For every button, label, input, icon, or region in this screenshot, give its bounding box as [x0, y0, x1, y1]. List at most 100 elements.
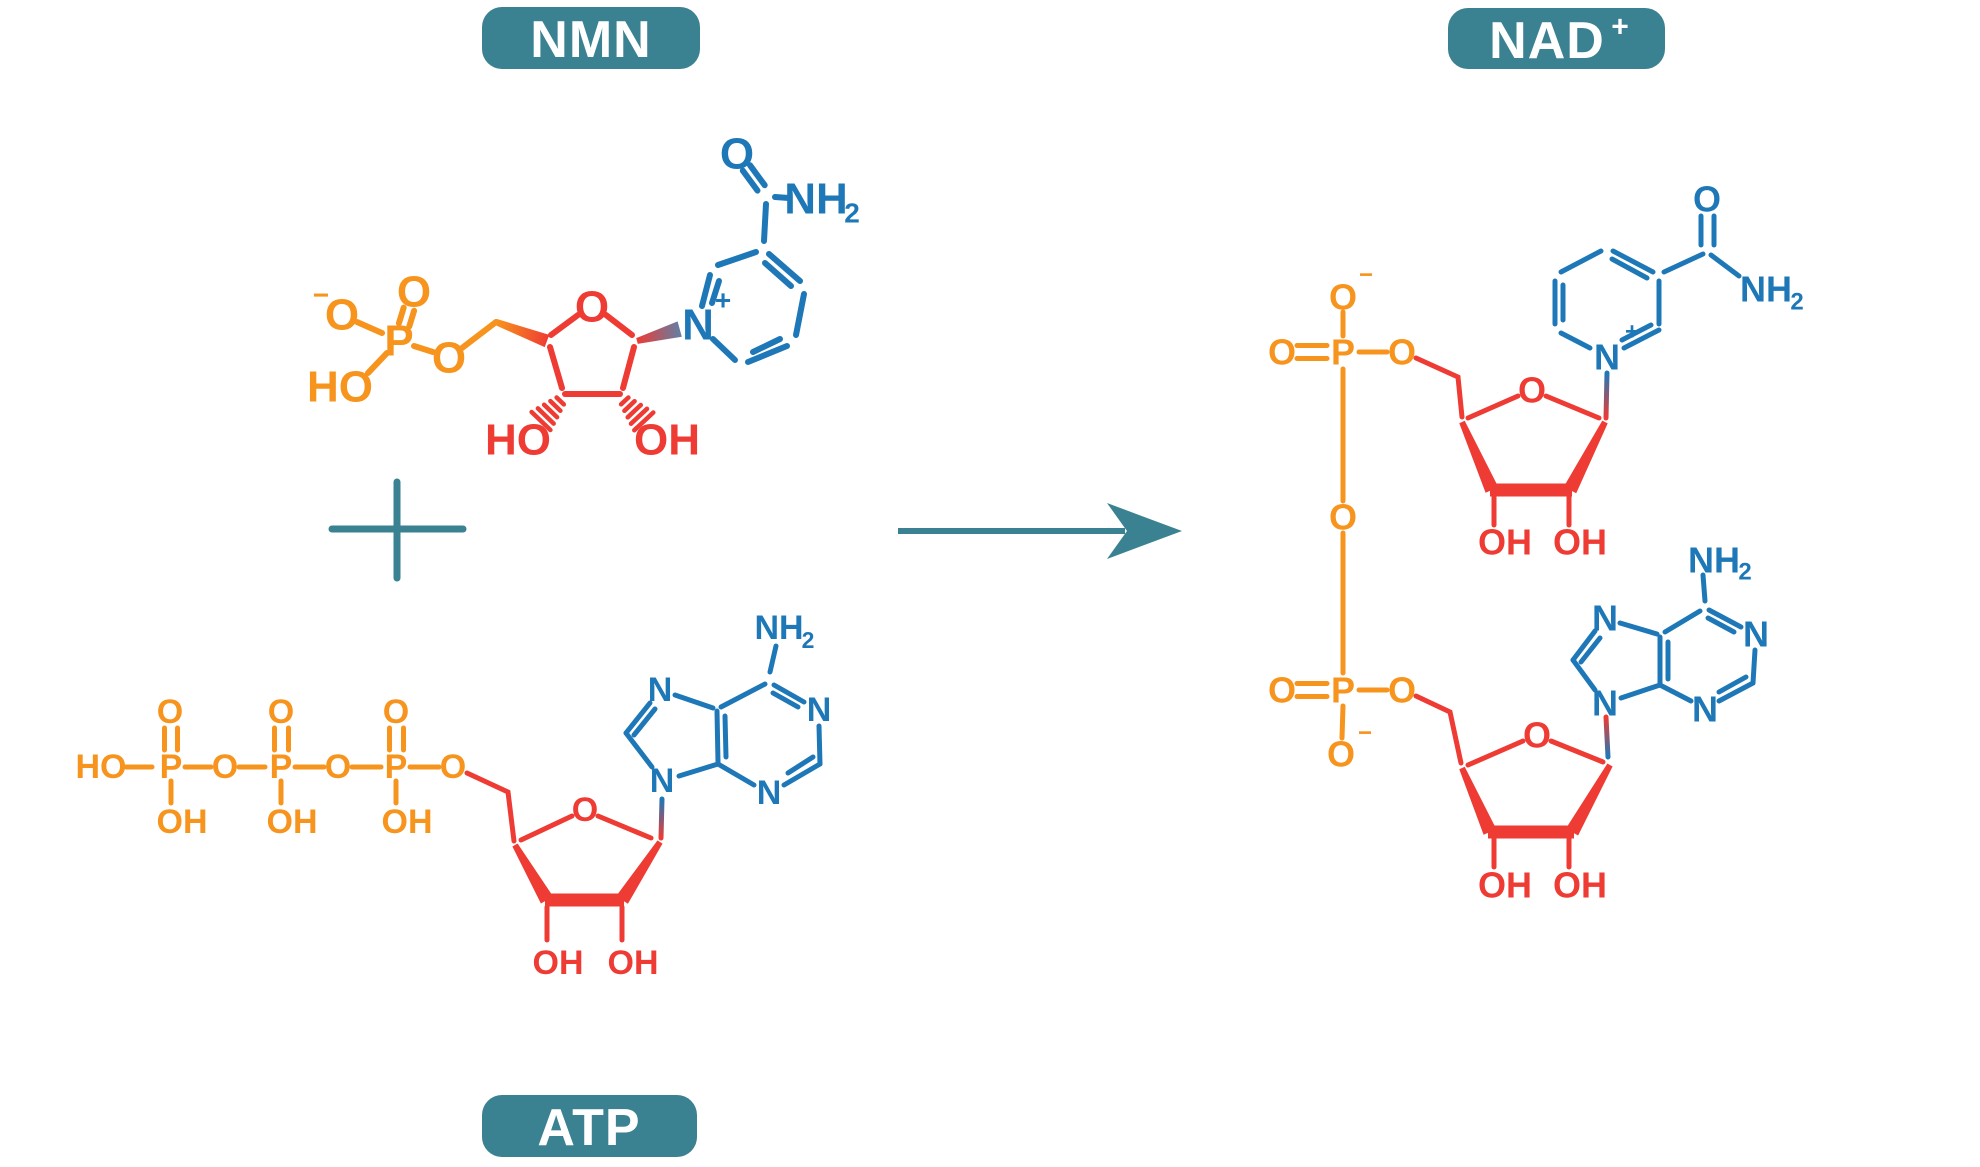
- atom-label: P: [160, 748, 183, 786]
- nad-nicotinamide-bonds: [1552, 213, 1742, 351]
- atom-label: P: [385, 748, 408, 786]
- reaction-arrow-icon: [898, 503, 1182, 559]
- atom-label: O: [720, 130, 754, 179]
- nad-ribose2-bonds: [1413, 693, 1606, 870]
- atom-label: OH: [608, 944, 659, 982]
- atom-label: N: [650, 762, 675, 800]
- atom-label: HO: [76, 748, 127, 786]
- nmn-nicotinamide-bonds: [699, 162, 807, 365]
- atom-label: −: [313, 280, 329, 311]
- atom-label: HO: [307, 363, 373, 412]
- atom-label: O: [1518, 370, 1546, 411]
- atom-label: N: [1592, 598, 1618, 639]
- atom-label: O: [157, 693, 183, 731]
- atom-label: NH: [754, 609, 803, 647]
- plus-sign-icon: [328, 478, 467, 582]
- atom-label: N: [757, 774, 782, 812]
- atom-label: O: [1388, 670, 1416, 711]
- atom-label: O: [1329, 277, 1357, 318]
- atom-label: O: [1268, 670, 1296, 711]
- atom-label: P: [270, 748, 293, 786]
- atom-label: OH: [1478, 522, 1532, 563]
- atom-label: N: [648, 671, 673, 709]
- atom-label: OH: [1553, 865, 1607, 906]
- atom-label: O: [212, 748, 238, 786]
- badge-nmn-background: [482, 7, 700, 69]
- atom-label: 2: [1738, 559, 1751, 586]
- atom-label: O: [397, 268, 431, 317]
- atom-label: O: [575, 283, 609, 332]
- atom-label: N: [1743, 614, 1769, 655]
- atom-label: O: [1268, 332, 1296, 373]
- atom-label: NH: [1688, 540, 1740, 581]
- atom-label: OH: [634, 416, 700, 465]
- atom-label: O: [572, 791, 598, 829]
- nad-ribose2-left-wedge: [1459, 766, 1497, 835]
- nad-ribose1-left-wedge: [1459, 420, 1499, 493]
- atom-label: O: [325, 291, 359, 340]
- nad-pyrophosphate-bonds: [1294, 309, 1390, 741]
- atom-label: O: [268, 693, 294, 731]
- atom-label: N: [1594, 337, 1620, 378]
- atp-adenine-bonds: [623, 643, 823, 788]
- atom-label: O: [432, 334, 466, 383]
- atom-label: N: [1592, 683, 1618, 724]
- atom-label: O: [440, 748, 466, 786]
- badge-nad-superscript: +: [1611, 11, 1629, 44]
- badge-nad-background: [1448, 8, 1665, 69]
- atom-label: O: [325, 748, 351, 786]
- atom-label: 2: [844, 198, 860, 229]
- atom-label: N: [807, 691, 832, 729]
- atom-label: OH: [267, 803, 318, 841]
- badge-nad-label: NAD: [1489, 12, 1605, 70]
- nmn-glycosidic-wedge-bond: [636, 321, 682, 344]
- atp-ribose-bonds: [464, 770, 654, 943]
- nad-ribose2-right-wedge: [1565, 763, 1613, 836]
- badge-nad: NAD +: [1448, 8, 1665, 70]
- atom-label: O: [1693, 179, 1721, 220]
- atom-label: −: [1358, 720, 1372, 747]
- atom-label: +: [1625, 319, 1639, 346]
- nad-adenine-glycosidic-bond: [1603, 714, 1611, 760]
- nmn-ch2-wedge-bond: [495, 319, 550, 348]
- atom-label: NH: [784, 175, 848, 224]
- atom-label: NH: [1740, 269, 1792, 310]
- nmn-hashed-stereo-bonds: [529, 395, 656, 433]
- atp-glycosidic-bond: [658, 796, 665, 841]
- atom-label: N: [682, 301, 714, 350]
- atp-ribose-left-wedge: [512, 843, 554, 904]
- atom-label: O: [1329, 497, 1357, 538]
- badge-nmn: NMN: [482, 7, 700, 69]
- nad-adenine-bonds: [1570, 572, 1758, 704]
- atom-label: N: [1692, 689, 1718, 730]
- atom-label: O: [1523, 715, 1551, 756]
- nad-ribose1-bonds: [1413, 355, 1602, 528]
- atom-label: O: [383, 693, 409, 731]
- atom-label: OH: [157, 803, 208, 841]
- atom-label: O: [1327, 734, 1355, 775]
- atom-label: OH: [1478, 865, 1532, 906]
- atp-ribose-right-wedge: [616, 840, 663, 904]
- atom-label: P: [1331, 332, 1355, 373]
- nmn-phosphate-bonds: [354, 304, 499, 376]
- nad-nicotinamide-glycosidic-bond: [1603, 370, 1610, 421]
- badge-nmn-label: NMN: [530, 11, 651, 69]
- atom-label: HO: [485, 416, 551, 465]
- atom-label: 2: [802, 627, 815, 653]
- arrow-head: [1107, 503, 1182, 559]
- atp-triphosphate-bonds: [123, 725, 442, 806]
- atom-label: P: [384, 317, 413, 366]
- atom-label: OH: [1553, 522, 1607, 563]
- badge-atp-label: ATP: [537, 1099, 640, 1157]
- atom-label: OH: [533, 944, 584, 982]
- atom-label: P: [1331, 670, 1355, 711]
- badge-atp: ATP: [482, 1095, 697, 1157]
